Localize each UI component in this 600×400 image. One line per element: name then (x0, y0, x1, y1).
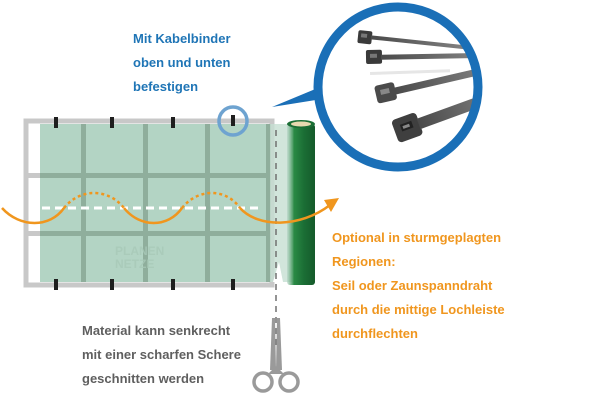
instruction-line: durchflechten (332, 326, 418, 341)
cable-ties-top (54, 115, 235, 128)
instruction-line: mit einer scharfen Schere (82, 347, 241, 362)
instruction-line: geschnitten werden (82, 371, 205, 386)
magnifier (313, 2, 483, 172)
rope-wave (1, 191, 331, 225)
instruction-line: oben und unten (133, 55, 231, 70)
arrow-head (324, 198, 339, 212)
instruction-line: Mit Kabelbinder (133, 31, 231, 46)
instruction-line: Optional in sturmgeplagten (332, 230, 502, 245)
scissors-icon (252, 318, 300, 393)
svg-text:NETZE: NETZE (115, 257, 154, 271)
instruction-line: befestigen (133, 79, 199, 94)
cable-tie-instruction: Mit Kabelbinder oben und unten befestige… (133, 27, 231, 99)
highlight-ring (217, 105, 249, 137)
svg-text:PLANEN: PLANEN (115, 244, 164, 258)
fence-roll (287, 120, 315, 285)
instruction-line: Material kann senkrecht (82, 323, 231, 338)
magnifier-tail (272, 85, 325, 107)
cutting-instruction: Material kann senkrecht mit einer scharf… (82, 319, 241, 391)
instruction-line: Regionen: (332, 254, 396, 269)
mesh-panel: PLANEN NETZE (28, 124, 271, 282)
cable-tie-photo (357, 30, 478, 51)
cable-ties-bottom (54, 279, 235, 290)
storm-region-instruction: Optional in sturmgeplagten Regionen: Sei… (332, 226, 505, 346)
instruction-line: Seil oder Zaunspanndraht (332, 278, 493, 293)
instruction-line: durch die mittige Lochleiste (332, 302, 505, 317)
